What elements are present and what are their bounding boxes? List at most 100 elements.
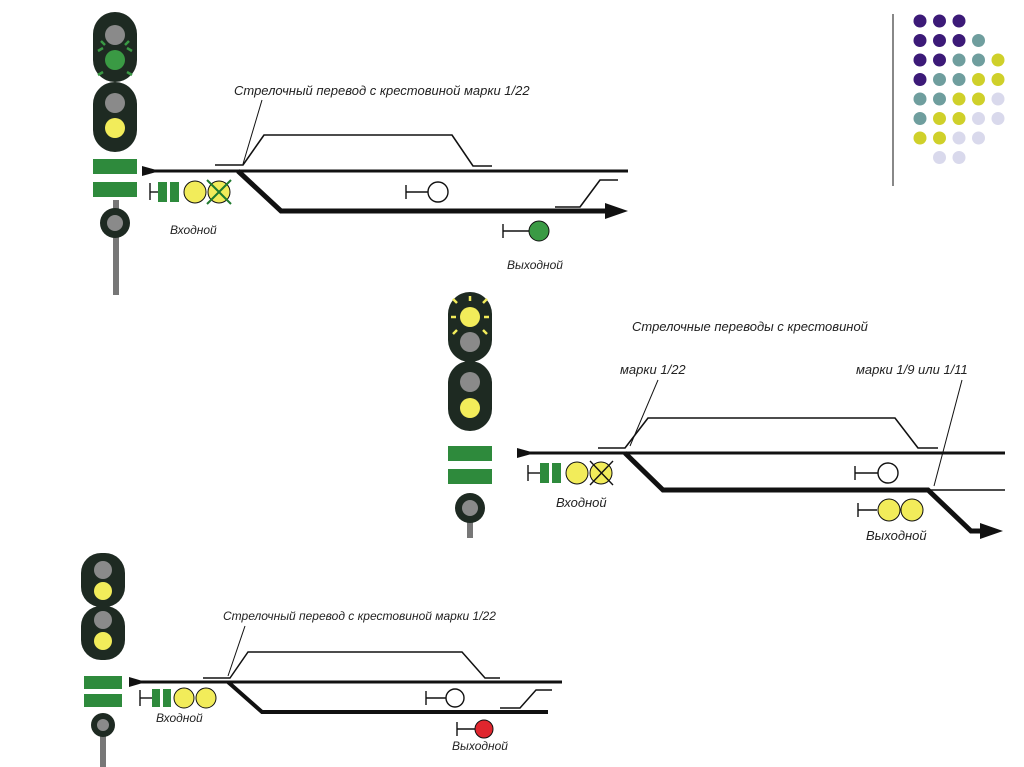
lamp-4-yellow — [105, 118, 125, 138]
leader-line — [242, 99, 263, 165]
exit-label: Выходной — [452, 739, 508, 753]
dwarf-lamp-yellow-1 — [565, 461, 589, 485]
switch-label: Стрелочные переводы с крестовиной — [632, 319, 868, 334]
upper-siding — [203, 651, 500, 679]
decorative-dot — [913, 53, 927, 67]
signal-mast — [467, 510, 473, 538]
decorative-dot — [972, 53, 985, 67]
switch-label: Стрелочный перевод с крестовиной марки 1… — [234, 83, 530, 98]
lamp-4-yellow — [94, 632, 112, 650]
decorative-dot — [933, 14, 946, 28]
signal-head-upper — [81, 553, 125, 607]
dwarf-plate-2 — [170, 182, 179, 202]
decorative-dot — [952, 14, 966, 28]
decorative-dot — [972, 73, 985, 86]
indicator-plate-1 — [448, 446, 492, 461]
signal-mast — [113, 200, 119, 295]
decorative-dot — [913, 92, 927, 106]
indicator-plate-2 — [84, 694, 122, 707]
dwarf-plate-2 — [163, 689, 171, 707]
upper-siding — [215, 134, 492, 167]
lamp-3-grey — [460, 372, 480, 392]
decorative-dot — [913, 14, 927, 28]
signal-head-lower — [448, 361, 492, 431]
lamp-1-grey — [94, 561, 112, 579]
decorative-dot — [991, 92, 1005, 106]
upper-siding — [598, 417, 938, 449]
switch-label: Стрелочный перевод с крестовиной марки 1… — [223, 609, 496, 623]
decorative-dot — [972, 131, 985, 145]
diverging-track — [226, 680, 548, 714]
leader-line — [227, 625, 246, 677]
decorative-dot — [933, 92, 946, 106]
decorative-dot — [933, 112, 946, 125]
decorative-dot — [933, 151, 946, 164]
dwarf-lamp-yellow-2 — [195, 687, 217, 709]
decorative-dot — [913, 34, 927, 47]
indicator-plate-2 — [448, 469, 492, 484]
decorative-dot — [972, 34, 985, 47]
diverging-track — [236, 169, 612, 214]
flashing-rays-icon — [451, 296, 489, 335]
diverging-track — [623, 451, 985, 534]
diagram-1: Стрелочный перевод с крестовиной марки 1… — [93, 12, 628, 295]
decorative-dot — [991, 73, 1005, 86]
lamp-2-grey — [460, 332, 480, 352]
lamp-3-grey — [94, 611, 112, 629]
lamp-3-grey — [105, 93, 125, 113]
indicator-plate-1 — [84, 676, 122, 689]
signal-mast — [100, 730, 106, 767]
decorative-dot — [972, 112, 985, 125]
dwarf-lamp-yellow-1 — [183, 180, 207, 204]
entry-label: Входной — [156, 711, 203, 725]
decorative-dot — [933, 34, 946, 47]
arrow-in-icon — [517, 448, 535, 458]
decorative-dot — [991, 53, 1005, 67]
decorative-dot — [952, 131, 966, 145]
decorative-dot — [952, 151, 966, 164]
entry-label: Входной — [556, 495, 607, 510]
diagram-2: Стрелочные переводы с крестовиной марки … — [448, 292, 1005, 543]
switch-right-label: марки 1/9 или 1/11 — [856, 362, 968, 377]
decorative-dot — [952, 34, 966, 47]
indicator-plate-2 — [93, 182, 137, 197]
lamp-4-yellow — [460, 398, 480, 418]
shunting-lamp-white — [427, 181, 449, 203]
arrow-out-icon — [605, 203, 628, 219]
exit-siding — [500, 689, 552, 709]
decorative-dot — [972, 92, 985, 106]
exit-lamp-green — [528, 220, 550, 242]
entry-label: Входной — [170, 223, 217, 237]
exit-lamp-yellow-2 — [900, 498, 924, 522]
decorative-dot — [933, 131, 946, 145]
dwarf-plate-1 — [540, 463, 549, 483]
decorative-dot — [913, 73, 927, 86]
lamp-1-grey — [105, 25, 125, 45]
decorative-dot — [913, 112, 927, 125]
lamp-1-yellow-flashing — [460, 307, 480, 327]
decorative-dot — [952, 73, 966, 86]
dwarf-plate-1 — [152, 689, 160, 707]
invitation-lamp — [107, 215, 123, 231]
dwarf-plate-1 — [158, 182, 167, 202]
signal-head-lower — [93, 82, 137, 152]
arrow-in-icon — [142, 166, 160, 176]
dwarf-plate-2 — [552, 463, 561, 483]
lamp-2-yellow — [94, 582, 112, 600]
decorative-dot — [991, 112, 1005, 125]
decorative-dot — [933, 53, 946, 67]
exit-label: Выходной — [507, 258, 563, 272]
decorative-dot-grid — [913, 14, 1005, 164]
indicator-plate-1 — [93, 159, 137, 174]
decorative-dot — [933, 73, 946, 86]
decorative-dot — [952, 92, 966, 106]
signal-head-upper — [93, 12, 137, 82]
dwarf-lamp-yellow-1 — [173, 687, 195, 709]
arrow-out-icon — [980, 523, 1003, 539]
exit-siding — [555, 179, 618, 208]
leader-line-left — [629, 379, 659, 447]
invitation-lamp — [462, 500, 478, 516]
invitation-lamp — [97, 719, 109, 731]
decorative-dot — [952, 53, 966, 67]
